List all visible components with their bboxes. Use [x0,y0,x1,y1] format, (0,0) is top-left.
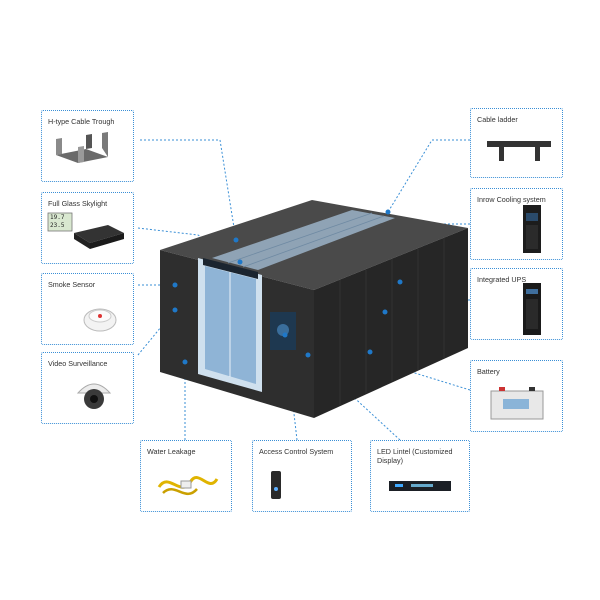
ups-rack-icon [523,283,541,335]
module-led-lintel [203,258,258,279]
water-leak-cable-icon [157,476,219,496]
callout-label: Smoke Sensor [48,280,96,289]
callout-smoke-sensor: Smoke Sensor [41,273,134,345]
module-right-face [314,228,468,418]
cooling-unit-icon [523,205,541,253]
skylight-display-line1: 19.7 [50,214,65,221]
cable-ladder-icon [487,141,551,161]
callout-label: Full Glass Skylight [48,199,108,208]
camera-icon [76,383,112,409]
callout-label: Video Surveillance [48,359,108,368]
callout-battery: Battery [470,360,563,432]
callout-label: LED Lintel (Customized Display) [377,447,453,465]
callout-label: Integrated UPS [477,275,527,284]
callout-label: Inrow Cooling system [477,195,546,204]
callout-h-type-cable-trough: H-type Cable Trough [41,110,134,182]
skylight-display-line2: 23.5 [50,222,65,229]
callout-cable-ladder: Cable ladder [470,108,563,178]
callout-led-lintel: LED Lintel (Customized Display) [370,440,470,512]
callout-label: Battery [477,367,500,376]
connector-cable-ladder [387,139,470,213]
callout-full-glass-skylight: Full Glass Skylight 19.7 23.5 [41,192,134,264]
connector-cable-trough [140,139,237,241]
callout-label: Cable ladder [477,115,518,124]
callout-access-control-system: Access Control System [252,440,352,512]
callout-integrated-ups: Integrated UPS [470,268,563,340]
led-display-icon [389,481,451,491]
skylight-glass [212,210,395,270]
callout-label: Access Control System [259,447,334,456]
callout-label: Water Leakage [147,447,196,456]
callout-inrow-cooling-system: Inrow Cooling system [470,188,563,260]
access-reader-icon [271,471,281,499]
skylight-icon [47,212,124,249]
callout-video-surveillance: Video Surveillance [41,352,134,424]
battery-icon [490,387,544,420]
callout-label: H-type Cable Trough [48,117,115,126]
callout-water-leakage: Water Leakage [140,440,232,512]
smoke-sensor-icon [83,308,117,332]
cable-trough-icon [56,132,108,163]
